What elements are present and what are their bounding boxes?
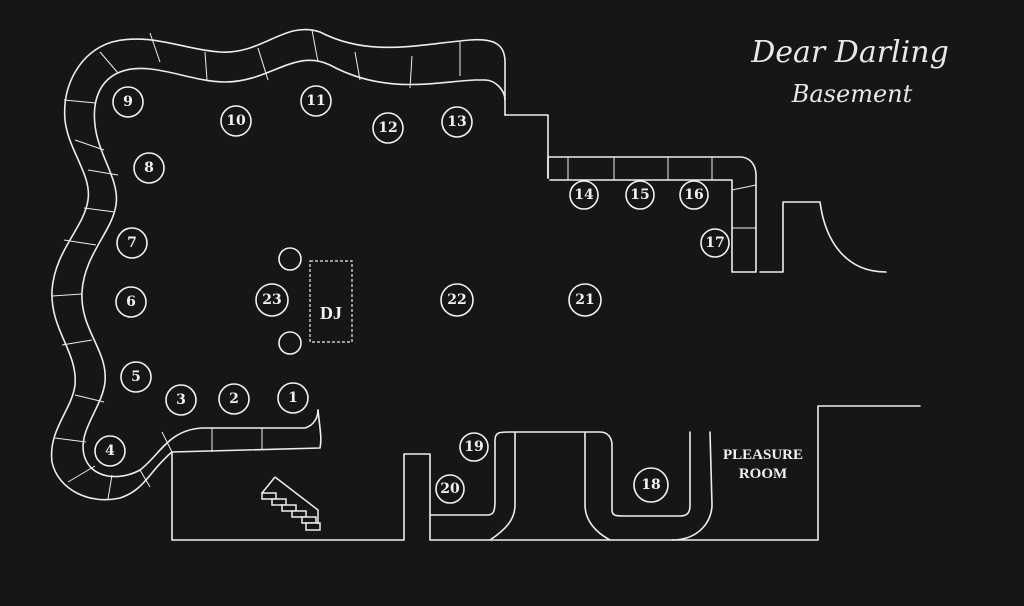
- svg-text:9: 9: [123, 94, 133, 110]
- bench-top-right: [547, 156, 757, 273]
- room-label-line2: ROOM: [739, 466, 787, 482]
- svg-text:12: 12: [378, 120, 397, 136]
- svg-text:2: 2: [229, 391, 239, 407]
- svg-text:3: 3: [176, 392, 186, 408]
- booth-outer-wall: [50, 28, 506, 501]
- table-3[interactable]: 3: [165, 384, 197, 416]
- table-6[interactable]: 6: [115, 286, 147, 318]
- table-11[interactable]: 11: [300, 85, 332, 117]
- table-19[interactable]: 19: [459, 432, 489, 462]
- table-10[interactable]: 10: [220, 105, 252, 137]
- svg-text:22: 22: [447, 292, 466, 308]
- svg-text:1: 1: [288, 390, 298, 406]
- table-23[interactable]: 23: [255, 283, 289, 317]
- svg-text:5: 5: [131, 369, 141, 385]
- svg-text:14: 14: [574, 187, 594, 203]
- table-16[interactable]: 16: [679, 180, 709, 210]
- table-1[interactable]: 1: [277, 382, 309, 414]
- svg-text:16: 16: [684, 187, 703, 203]
- speaker-bottom: [278, 331, 302, 355]
- svg-text:4: 4: [105, 443, 115, 459]
- table-7[interactable]: 7: [116, 227, 148, 259]
- svg-text:23: 23: [262, 292, 281, 308]
- svg-text:20: 20: [440, 481, 460, 497]
- table-15[interactable]: 15: [625, 180, 655, 210]
- dj-label: DJ: [320, 303, 342, 323]
- wall-right-door: [759, 201, 887, 273]
- booth-end-cap: [171, 409, 322, 453]
- svg-text:15: 15: [630, 187, 649, 203]
- svg-text:10: 10: [226, 113, 246, 129]
- booth-dividers: [51, 29, 461, 500]
- svg-text:7: 7: [127, 235, 137, 251]
- plan-title-line1: Dear Darling: [750, 35, 949, 70]
- svg-text:19: 19: [464, 439, 483, 455]
- booth-top-right: [484, 79, 506, 101]
- svg-text:11: 11: [306, 93, 325, 109]
- svg-text:21: 21: [575, 292, 594, 308]
- table-13[interactable]: 13: [441, 106, 473, 138]
- table-5[interactable]: 5: [120, 361, 152, 393]
- tables: 1 2 3 4 5 6 7 8 9 10 11 12 13 14 15 16 1…: [94, 85, 730, 504]
- table-14[interactable]: 14: [569, 180, 599, 210]
- table-20[interactable]: 20: [435, 474, 465, 504]
- table-4[interactable]: 4: [94, 435, 126, 467]
- plan-title-line2: Basement: [791, 80, 913, 108]
- dj-booth: [309, 260, 353, 343]
- table-12[interactable]: 12: [372, 112, 404, 144]
- booth-bottom-a: [429, 431, 691, 517]
- wall-top-right: [504, 114, 549, 179]
- svg-text:8: 8: [144, 160, 154, 176]
- table-2[interactable]: 2: [218, 383, 250, 415]
- table-18[interactable]: 18: [633, 467, 669, 503]
- table-22[interactable]: 22: [440, 283, 474, 317]
- table-17[interactable]: 17: [700, 228, 730, 258]
- booth-bottom-d: [671, 431, 713, 541]
- table-8[interactable]: 8: [133, 152, 165, 184]
- room-label-line1: PLEASURE: [723, 447, 803, 463]
- table-21[interactable]: 21: [568, 283, 602, 317]
- speaker-top: [278, 247, 302, 271]
- bench-top-right-dividers: [567, 157, 757, 229]
- svg-text:13: 13: [447, 114, 466, 130]
- wall-bottom-left: [171, 405, 921, 541]
- svg-text:18: 18: [641, 477, 660, 493]
- table-9[interactable]: 9: [112, 86, 144, 118]
- booth-bottom-c: [584, 432, 611, 541]
- svg-text:17: 17: [705, 235, 724, 251]
- booth-bottom-b: [489, 432, 516, 541]
- svg-text:6: 6: [126, 294, 136, 310]
- stairs-icon: [261, 476, 321, 531]
